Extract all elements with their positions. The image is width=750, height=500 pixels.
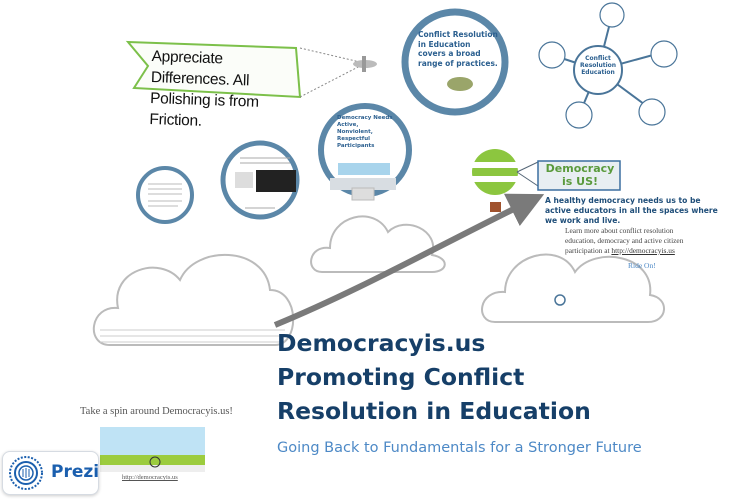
ride-on-text: Ride On!: [628, 261, 656, 270]
subtitle: Going Back to Fundamentals for a Stronge…: [277, 440, 642, 456]
cloud-right: [481, 253, 665, 323]
small-emblem-icon: [554, 294, 566, 306]
airplane-icon: [353, 56, 377, 72]
title-line: Resolution in Education: [277, 397, 591, 425]
mindmap-node[interactable]: [638, 98, 666, 126]
prezi-label: Prezi: [51, 462, 100, 482]
dark-photo-image: [256, 170, 296, 192]
learn-more-sentence: Learn more about conflict resolution edu…: [565, 226, 684, 255]
sign-line: is US!: [561, 175, 599, 188]
frame-small[interactable]: [136, 166, 194, 224]
mindmap-node[interactable]: [538, 41, 566, 69]
spin-link[interactable]: http://democracyis.us: [122, 474, 178, 481]
democracy-is-us-sign: Democracy is US!: [540, 162, 620, 188]
photo-strip-image: [338, 163, 390, 175]
mindmap-center-node[interactable]: [573, 45, 623, 95]
banner-text: Appreciate Differences. All Polishing is…: [149, 46, 302, 135]
cloud-middle: [310, 215, 446, 273]
arrow-path: [273, 193, 545, 328]
conflict-resolution-text: Conflict Resolution in Education covers …: [418, 30, 498, 68]
democracy-needs-text: Democracy Needs Active, Nonviolent, Resp…: [337, 115, 393, 149]
frame-conflict-resolution[interactable]: [401, 8, 509, 116]
title-line: Democracyis.us: [277, 329, 486, 357]
illegible-text-lines: [148, 183, 182, 207]
democracy-is-us-sign-board: [537, 160, 621, 191]
bicycle-icon: [149, 456, 161, 468]
balloon-icon: [472, 149, 539, 212]
title-line: Promoting Conflict: [277, 363, 525, 391]
sign-line: Democracy: [545, 162, 615, 175]
banner-text-line: Polishing is from Friction.: [149, 89, 260, 130]
banner-rope: [299, 47, 361, 63]
cloud-left: [92, 253, 295, 346]
banner-flag[interactable]: [125, 40, 377, 99]
democracyis-link[interactable]: http://democracyis.us: [611, 246, 675, 255]
mindmap-center-label: Conflict Resolution Education: [580, 55, 617, 76]
illegible-text-lines: [240, 157, 290, 209]
spin-text: Take a spin around Democracyis.us!: [80, 406, 233, 417]
mindmap-node[interactable]: [599, 2, 625, 28]
banner-text-line: Appreciate Differences. All: [150, 47, 250, 90]
stone-image: [447, 77, 473, 91]
page-title: Democracyis.us Promoting Conflict Resolu…: [277, 326, 591, 428]
healthy-democracy-text: A healthy democracy needs us to be activ…: [545, 196, 718, 225]
prezi-logo-icon: [9, 456, 43, 490]
mindmap-node[interactable]: [650, 40, 678, 68]
spin-thumbnail[interactable]: [100, 427, 205, 472]
banner-rope: [299, 65, 361, 98]
note-image: [235, 172, 253, 188]
small-card-image: [351, 187, 375, 201]
mindmap[interactable]: [538, 2, 678, 129]
thumbnails-image: [330, 178, 396, 190]
prezi-logo-button[interactable]: Prezi: [2, 451, 99, 495]
banner-shape: [125, 40, 302, 99]
learn-more-text: Learn more about conflict resolution edu…: [565, 226, 685, 256]
mindmap-node[interactable]: [565, 101, 593, 129]
